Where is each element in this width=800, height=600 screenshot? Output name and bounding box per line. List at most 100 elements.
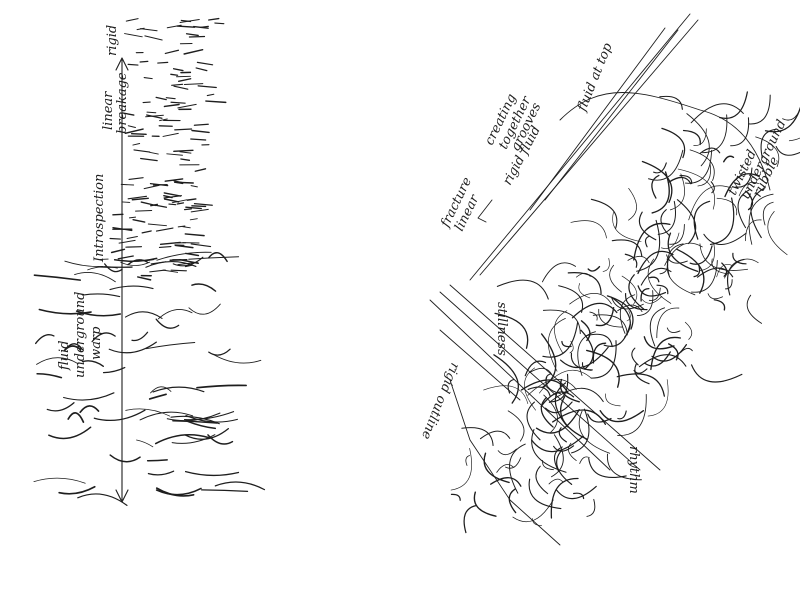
scribble-stroke [126, 236, 138, 239]
scribble-stroke [552, 409, 607, 425]
scribble-stroke [710, 181, 715, 194]
scribble-stroke [653, 162, 667, 174]
scribble-stroke [676, 248, 705, 294]
scribble-stroke [184, 264, 193, 268]
scribble-stroke [666, 327, 681, 333]
left-sketch-labels: fluid underground warp Introspection lin… [57, 25, 130, 378]
scribble-stroke [730, 117, 750, 147]
scribble-stroke [575, 272, 591, 278]
scribble-stroke [612, 211, 642, 242]
scribble-stroke [147, 223, 167, 227]
scribble-stroke [173, 180, 183, 183]
scribble-stroke [120, 261, 151, 266]
scribble-stroke [542, 460, 554, 471]
scribble-stroke [183, 208, 192, 211]
scribble-stroke [195, 67, 208, 72]
left-axis-arrowhead [115, 489, 129, 503]
scribble-stroke [703, 232, 747, 245]
scribble-stroke [450, 493, 461, 501]
scribble-stroke [592, 342, 607, 364]
scribble-stroke [621, 275, 638, 305]
scribble-stroke [152, 386, 205, 393]
scribble-stroke [644, 235, 650, 248]
scribble-stroke [648, 287, 661, 301]
scribble-stroke [641, 296, 663, 304]
scribble-stroke [463, 504, 478, 534]
scribble-stroke [746, 294, 763, 324]
scribble-stroke [760, 128, 776, 159]
scribble-stroke [738, 181, 760, 197]
scribble-stroke [649, 307, 666, 347]
scribble-stroke [640, 267, 672, 286]
scribble-stroke [617, 410, 627, 420]
scribble-stroke [155, 227, 174, 232]
scribble-stroke [659, 95, 683, 110]
scribble-stroke [524, 367, 536, 411]
scribble-stroke [36, 372, 63, 379]
scribble-stroke [120, 183, 135, 186]
scribble-stroke [128, 177, 144, 180]
scribble-stroke [553, 446, 563, 472]
diagonal-line [439, 329, 521, 401]
scribble-stroke [122, 112, 135, 116]
scribble-stroke [693, 264, 701, 278]
scribble-stroke [155, 487, 202, 496]
scribble-stroke [125, 311, 163, 319]
scribble-stroke [184, 470, 240, 477]
scribble-stroke [602, 258, 610, 272]
scribble-stroke [155, 96, 167, 101]
scribble-stroke [146, 114, 163, 119]
scribble-stroke [667, 343, 679, 361]
diagonal-line [429, 299, 611, 471]
scribble-stroke [79, 405, 100, 414]
right-sketch-strokes [450, 91, 800, 534]
scribble-stroke [587, 265, 601, 272]
scribble-stroke [647, 379, 669, 417]
scribble-stroke [724, 173, 760, 198]
scribble-stroke [208, 17, 220, 21]
scribble-stroke [132, 143, 141, 146]
scribble-stroke [145, 260, 197, 268]
scribble-stroke [113, 257, 158, 262]
scribble-stroke [549, 373, 569, 403]
scribble-stroke [592, 314, 628, 336]
scribble-stroke [214, 22, 225, 25]
scribble-stroke [626, 310, 631, 322]
scribble-stroke [163, 194, 173, 199]
scribble-stroke [689, 245, 713, 265]
scribble-stroke [633, 368, 648, 374]
scribble-stroke [176, 202, 185, 205]
scribble-stroke [542, 309, 581, 335]
scribble-stroke [633, 222, 671, 261]
scribble-stroke [528, 478, 562, 510]
scribble-stroke [540, 396, 554, 428]
scribble-stroke [143, 77, 153, 80]
scribble-stroke [628, 187, 637, 221]
scribble-stroke [168, 203, 177, 206]
scribble-stroke [679, 175, 693, 185]
scribble-stroke [176, 25, 196, 28]
scribble-stroke [172, 68, 184, 72]
scribble-stroke [63, 345, 82, 352]
scribble-stroke [693, 200, 711, 240]
scribble-stroke [48, 426, 92, 440]
scribble-stroke [657, 200, 676, 235]
scribble-stroke [173, 85, 189, 90]
scribble-stroke [148, 393, 167, 400]
scribble-stroke [185, 252, 200, 257]
scribble-stroke [684, 321, 693, 340]
scribble-stroke [127, 195, 148, 200]
scribble-stroke [179, 19, 200, 23]
scribble-stroke [146, 111, 157, 114]
scribble-stroke [696, 267, 734, 278]
scribble-stroke [669, 223, 685, 245]
scribble-stroke [496, 279, 549, 300]
scribble-stroke [493, 354, 519, 404]
scribble-stroke [147, 470, 175, 476]
scribble-stroke [648, 149, 684, 181]
scribble-stroke [570, 352, 593, 371]
scribble-stroke [212, 353, 262, 364]
scribble-stroke [748, 193, 774, 245]
scribble-stroke [131, 331, 149, 342]
scribble-stroke [104, 263, 123, 273]
